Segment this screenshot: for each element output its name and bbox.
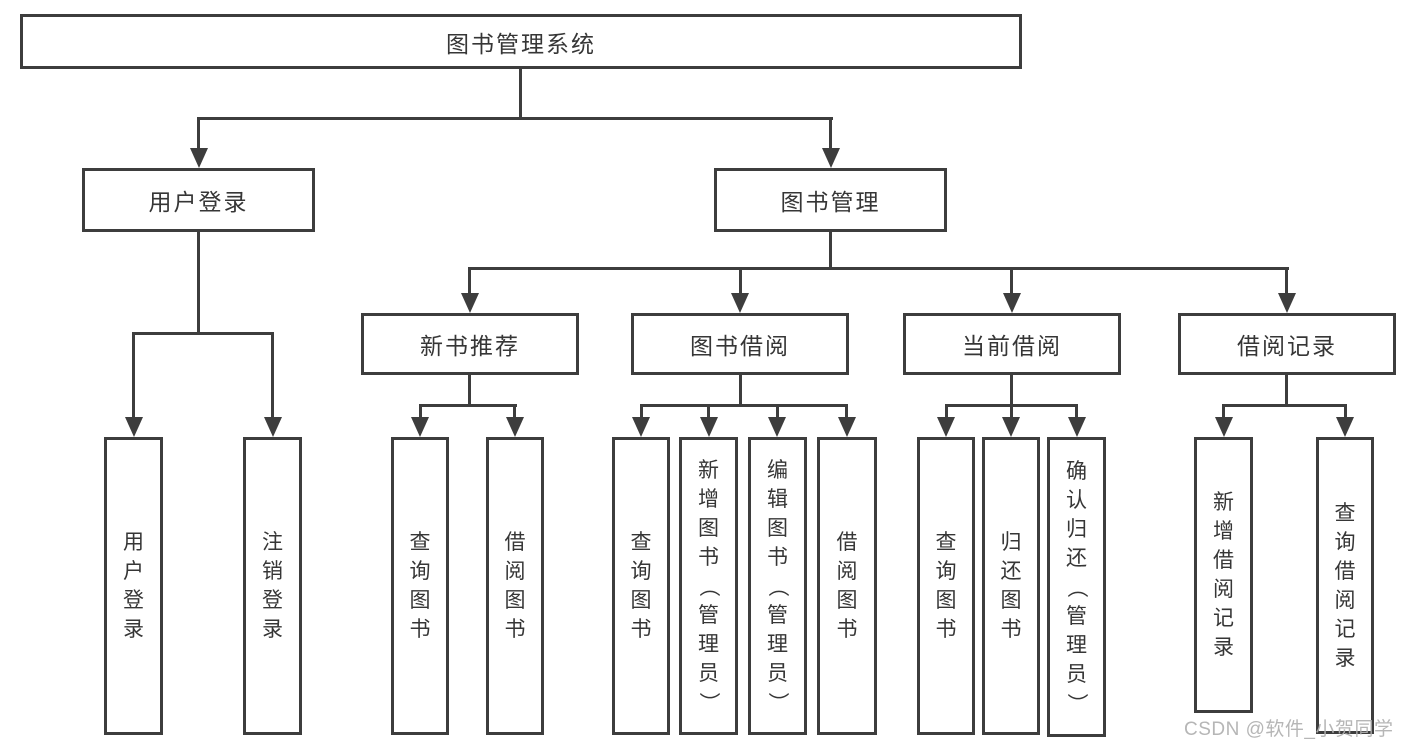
- connector-line: [1010, 267, 1013, 293]
- connector-arrow-down: [1003, 293, 1021, 313]
- connector-line: [1222, 404, 1347, 407]
- node-book-borrow: 图书借阅: [631, 313, 849, 375]
- connector-arrow-down: [411, 417, 429, 437]
- connector-line: [640, 404, 643, 417]
- connector-arrow-down: [937, 417, 955, 437]
- leaf-current-return-books: 归还图书: [982, 437, 1040, 735]
- node-new-book-recommend: 新书推荐: [361, 313, 579, 375]
- connector-line: [945, 404, 948, 417]
- connector-line: [829, 232, 832, 270]
- leaf-borrow-edit-books-admin: 编辑图书（管理员）: [748, 437, 807, 735]
- node-current-borrow: 当前借阅: [903, 313, 1121, 375]
- connector-line: [197, 232, 200, 335]
- node-borrow-records: 借阅记录: [1178, 313, 1396, 375]
- connector-arrow-down: [1336, 417, 1354, 437]
- leaf-recommend-query-books: 查询图书: [391, 437, 449, 735]
- connector-line: [1285, 375, 1288, 407]
- connector-line: [271, 332, 274, 417]
- leaf-borrow-query-books: 查询图书: [612, 437, 670, 735]
- connector-line: [468, 267, 1289, 270]
- leaf-recommend-borrow-books: 借阅图书: [486, 437, 544, 735]
- leaf-records-add-borrow-record: 新增借阅记录: [1194, 437, 1253, 713]
- connector-line: [519, 69, 522, 119]
- connector-line: [1285, 267, 1288, 293]
- connector-line: [468, 267, 471, 293]
- connector-arrow-down: [1215, 417, 1233, 437]
- connector-line: [1344, 404, 1347, 417]
- connector-line: [640, 404, 848, 407]
- connector-line: [468, 375, 471, 407]
- connector-line: [132, 332, 274, 335]
- connector-arrow-down: [506, 417, 524, 437]
- node-user-login: 用户登录: [82, 168, 315, 232]
- node-root: 图书管理系统: [20, 14, 1022, 69]
- connector-arrow-down: [700, 417, 718, 437]
- connector-line: [1010, 404, 1013, 417]
- csdn-watermark: CSDN @软件_小贺同学: [1184, 719, 1394, 740]
- connector-line: [513, 404, 516, 417]
- connector-line: [739, 375, 742, 407]
- connector-arrow-down: [822, 148, 840, 168]
- connector-line: [739, 267, 742, 293]
- connector-arrow-down: [838, 417, 856, 437]
- connector-arrow-down: [461, 293, 479, 313]
- connector-line: [132, 332, 135, 417]
- connector-arrow-down: [768, 417, 786, 437]
- connector-line: [197, 117, 833, 120]
- connector-line: [1222, 404, 1225, 417]
- connector-line: [845, 404, 848, 417]
- connector-arrow-down: [264, 417, 282, 437]
- node-book-management: 图书管理: [714, 168, 947, 232]
- connector-line: [419, 404, 517, 407]
- connector-arrow-down: [1002, 417, 1020, 437]
- leaf-user-login: 用户登录: [104, 437, 163, 735]
- leaf-borrow-borrow-books: 借阅图书: [817, 437, 877, 735]
- connector-arrow-down: [1278, 293, 1296, 313]
- connector-line: [776, 404, 779, 417]
- leaf-borrow-add-books-admin: 新增图书（管理员）: [679, 437, 738, 735]
- connector-arrow-down: [731, 293, 749, 313]
- connector-arrow-down: [190, 148, 208, 168]
- leaf-logout: 注销登录: [243, 437, 302, 735]
- connector-arrow-down: [1068, 417, 1086, 437]
- leaf-current-query-books: 查询图书: [917, 437, 975, 735]
- connector-line: [829, 117, 832, 148]
- connector-arrow-down: [125, 417, 143, 437]
- connector-arrow-down: [632, 417, 650, 437]
- leaf-records-query-borrow-record: 查询借阅记录: [1316, 437, 1374, 734]
- connector-line: [419, 404, 422, 417]
- connector-line: [197, 117, 200, 148]
- connector-line: [1010, 375, 1013, 407]
- connector-line: [707, 404, 710, 417]
- leaf-current-confirm-return-admin: 确认归还（管理员）: [1047, 437, 1106, 737]
- connector-line: [1075, 404, 1078, 417]
